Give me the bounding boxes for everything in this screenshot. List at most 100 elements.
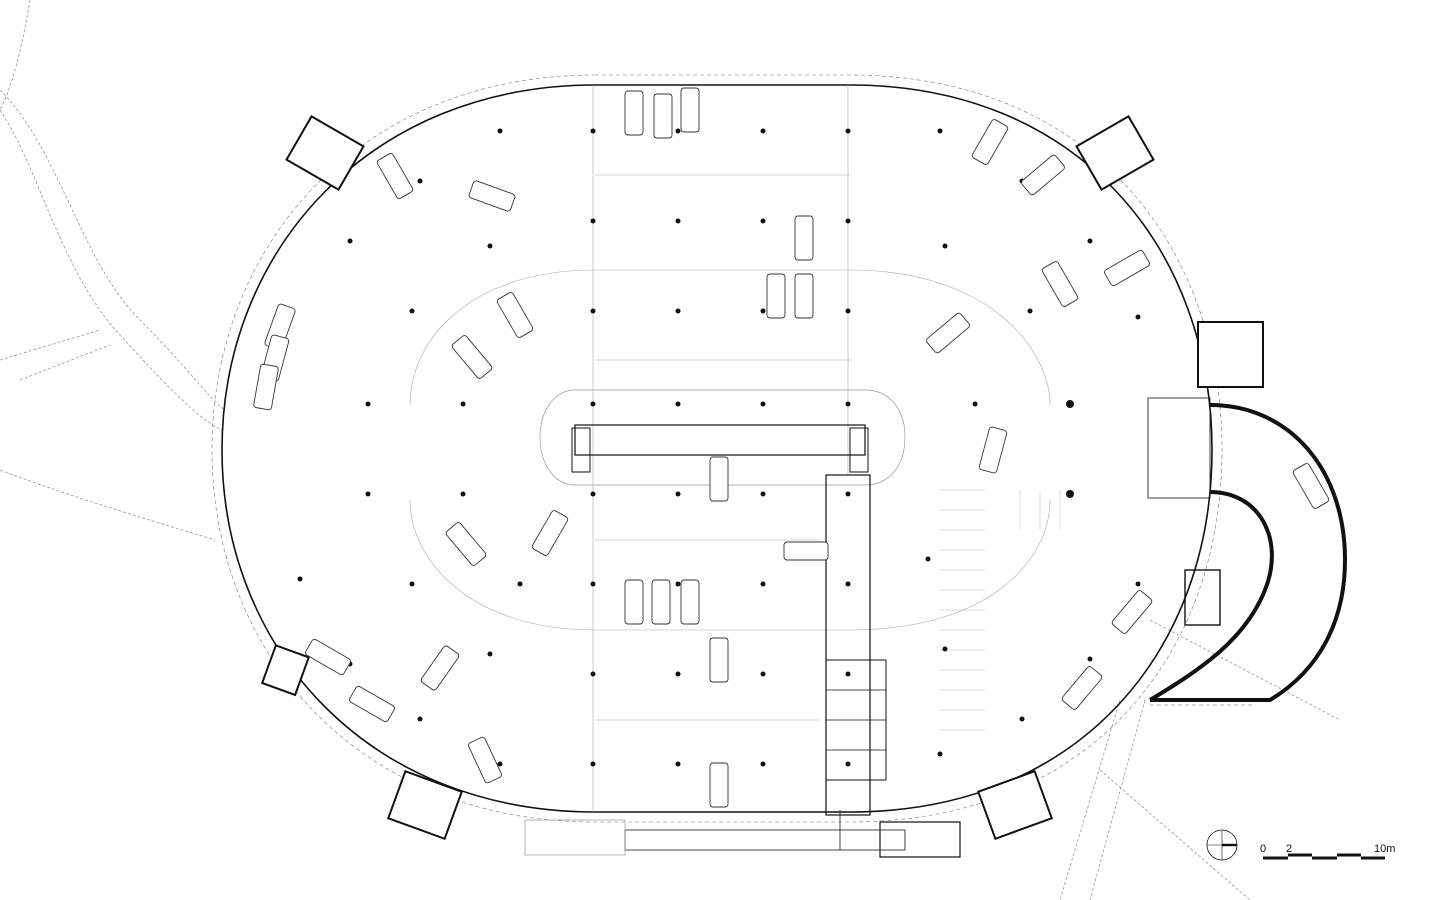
car xyxy=(253,363,279,411)
column xyxy=(675,581,681,587)
car xyxy=(978,426,1008,474)
scale-label-0: 0 xyxy=(1260,843,1266,855)
scale-bar: 0 2 10m xyxy=(1260,843,1395,860)
car xyxy=(1111,590,1153,634)
car xyxy=(783,541,829,561)
car xyxy=(709,456,729,502)
column xyxy=(590,218,596,224)
column xyxy=(760,761,766,767)
car xyxy=(445,522,487,566)
column xyxy=(1066,490,1074,498)
car xyxy=(971,119,1009,165)
column xyxy=(590,308,596,314)
column xyxy=(675,128,681,134)
column xyxy=(1027,308,1033,314)
car xyxy=(420,645,460,691)
column xyxy=(409,581,415,587)
column xyxy=(590,671,596,677)
column xyxy=(675,761,681,767)
column xyxy=(487,651,493,657)
column xyxy=(760,308,766,314)
column xyxy=(409,308,415,314)
column xyxy=(675,308,681,314)
car xyxy=(1041,261,1079,307)
column xyxy=(845,491,851,497)
column xyxy=(675,491,681,497)
car xyxy=(305,638,351,676)
column xyxy=(972,401,978,407)
column xyxy=(937,128,943,134)
car xyxy=(1292,463,1330,509)
car xyxy=(680,87,700,133)
column xyxy=(942,646,948,652)
car xyxy=(709,637,729,683)
car xyxy=(531,510,569,556)
stair-towers xyxy=(260,114,1264,841)
parked-cars xyxy=(253,87,1330,808)
car xyxy=(926,312,970,354)
column xyxy=(760,218,766,224)
column xyxy=(590,401,596,407)
column xyxy=(760,581,766,587)
column xyxy=(497,128,503,134)
car xyxy=(376,153,414,199)
column xyxy=(675,671,681,677)
column xyxy=(1087,238,1093,244)
column xyxy=(845,218,851,224)
column xyxy=(845,308,851,314)
column xyxy=(460,491,466,497)
column xyxy=(937,751,943,757)
column xyxy=(365,401,371,407)
column xyxy=(760,671,766,677)
car xyxy=(1061,666,1103,710)
car xyxy=(451,335,493,379)
car xyxy=(349,685,395,723)
car xyxy=(468,736,502,784)
column xyxy=(517,581,523,587)
column xyxy=(760,401,766,407)
column xyxy=(1135,314,1141,320)
column xyxy=(845,128,851,134)
entrance-ramp xyxy=(1148,403,1348,702)
column xyxy=(675,401,681,407)
car xyxy=(496,292,534,338)
column xyxy=(845,671,851,677)
car xyxy=(794,273,814,319)
column xyxy=(497,761,503,767)
car xyxy=(1021,154,1065,196)
car xyxy=(653,93,673,139)
column xyxy=(365,491,371,497)
column xyxy=(417,178,423,184)
column xyxy=(460,401,466,407)
car xyxy=(794,215,814,261)
column xyxy=(590,581,596,587)
column xyxy=(1019,716,1025,722)
column xyxy=(760,128,766,134)
car xyxy=(680,579,700,625)
column xyxy=(590,491,596,497)
site-paths xyxy=(0,0,1341,900)
column xyxy=(590,128,596,134)
column xyxy=(675,218,681,224)
car xyxy=(766,273,786,319)
column xyxy=(297,576,303,582)
car xyxy=(624,579,644,625)
car xyxy=(1104,249,1150,287)
column xyxy=(760,491,766,497)
column xyxy=(845,401,851,407)
car xyxy=(651,579,671,625)
column xyxy=(925,556,931,562)
column xyxy=(1135,581,1141,587)
column xyxy=(1066,400,1074,408)
column xyxy=(942,243,948,249)
building-outline xyxy=(211,74,1223,858)
column xyxy=(1087,656,1093,662)
column xyxy=(845,761,851,767)
column xyxy=(590,761,596,767)
column xyxy=(417,716,423,722)
north-arrow-icon xyxy=(1206,829,1238,861)
column xyxy=(487,243,493,249)
column xyxy=(347,238,353,244)
scale-label-2: 2 xyxy=(1286,843,1292,855)
